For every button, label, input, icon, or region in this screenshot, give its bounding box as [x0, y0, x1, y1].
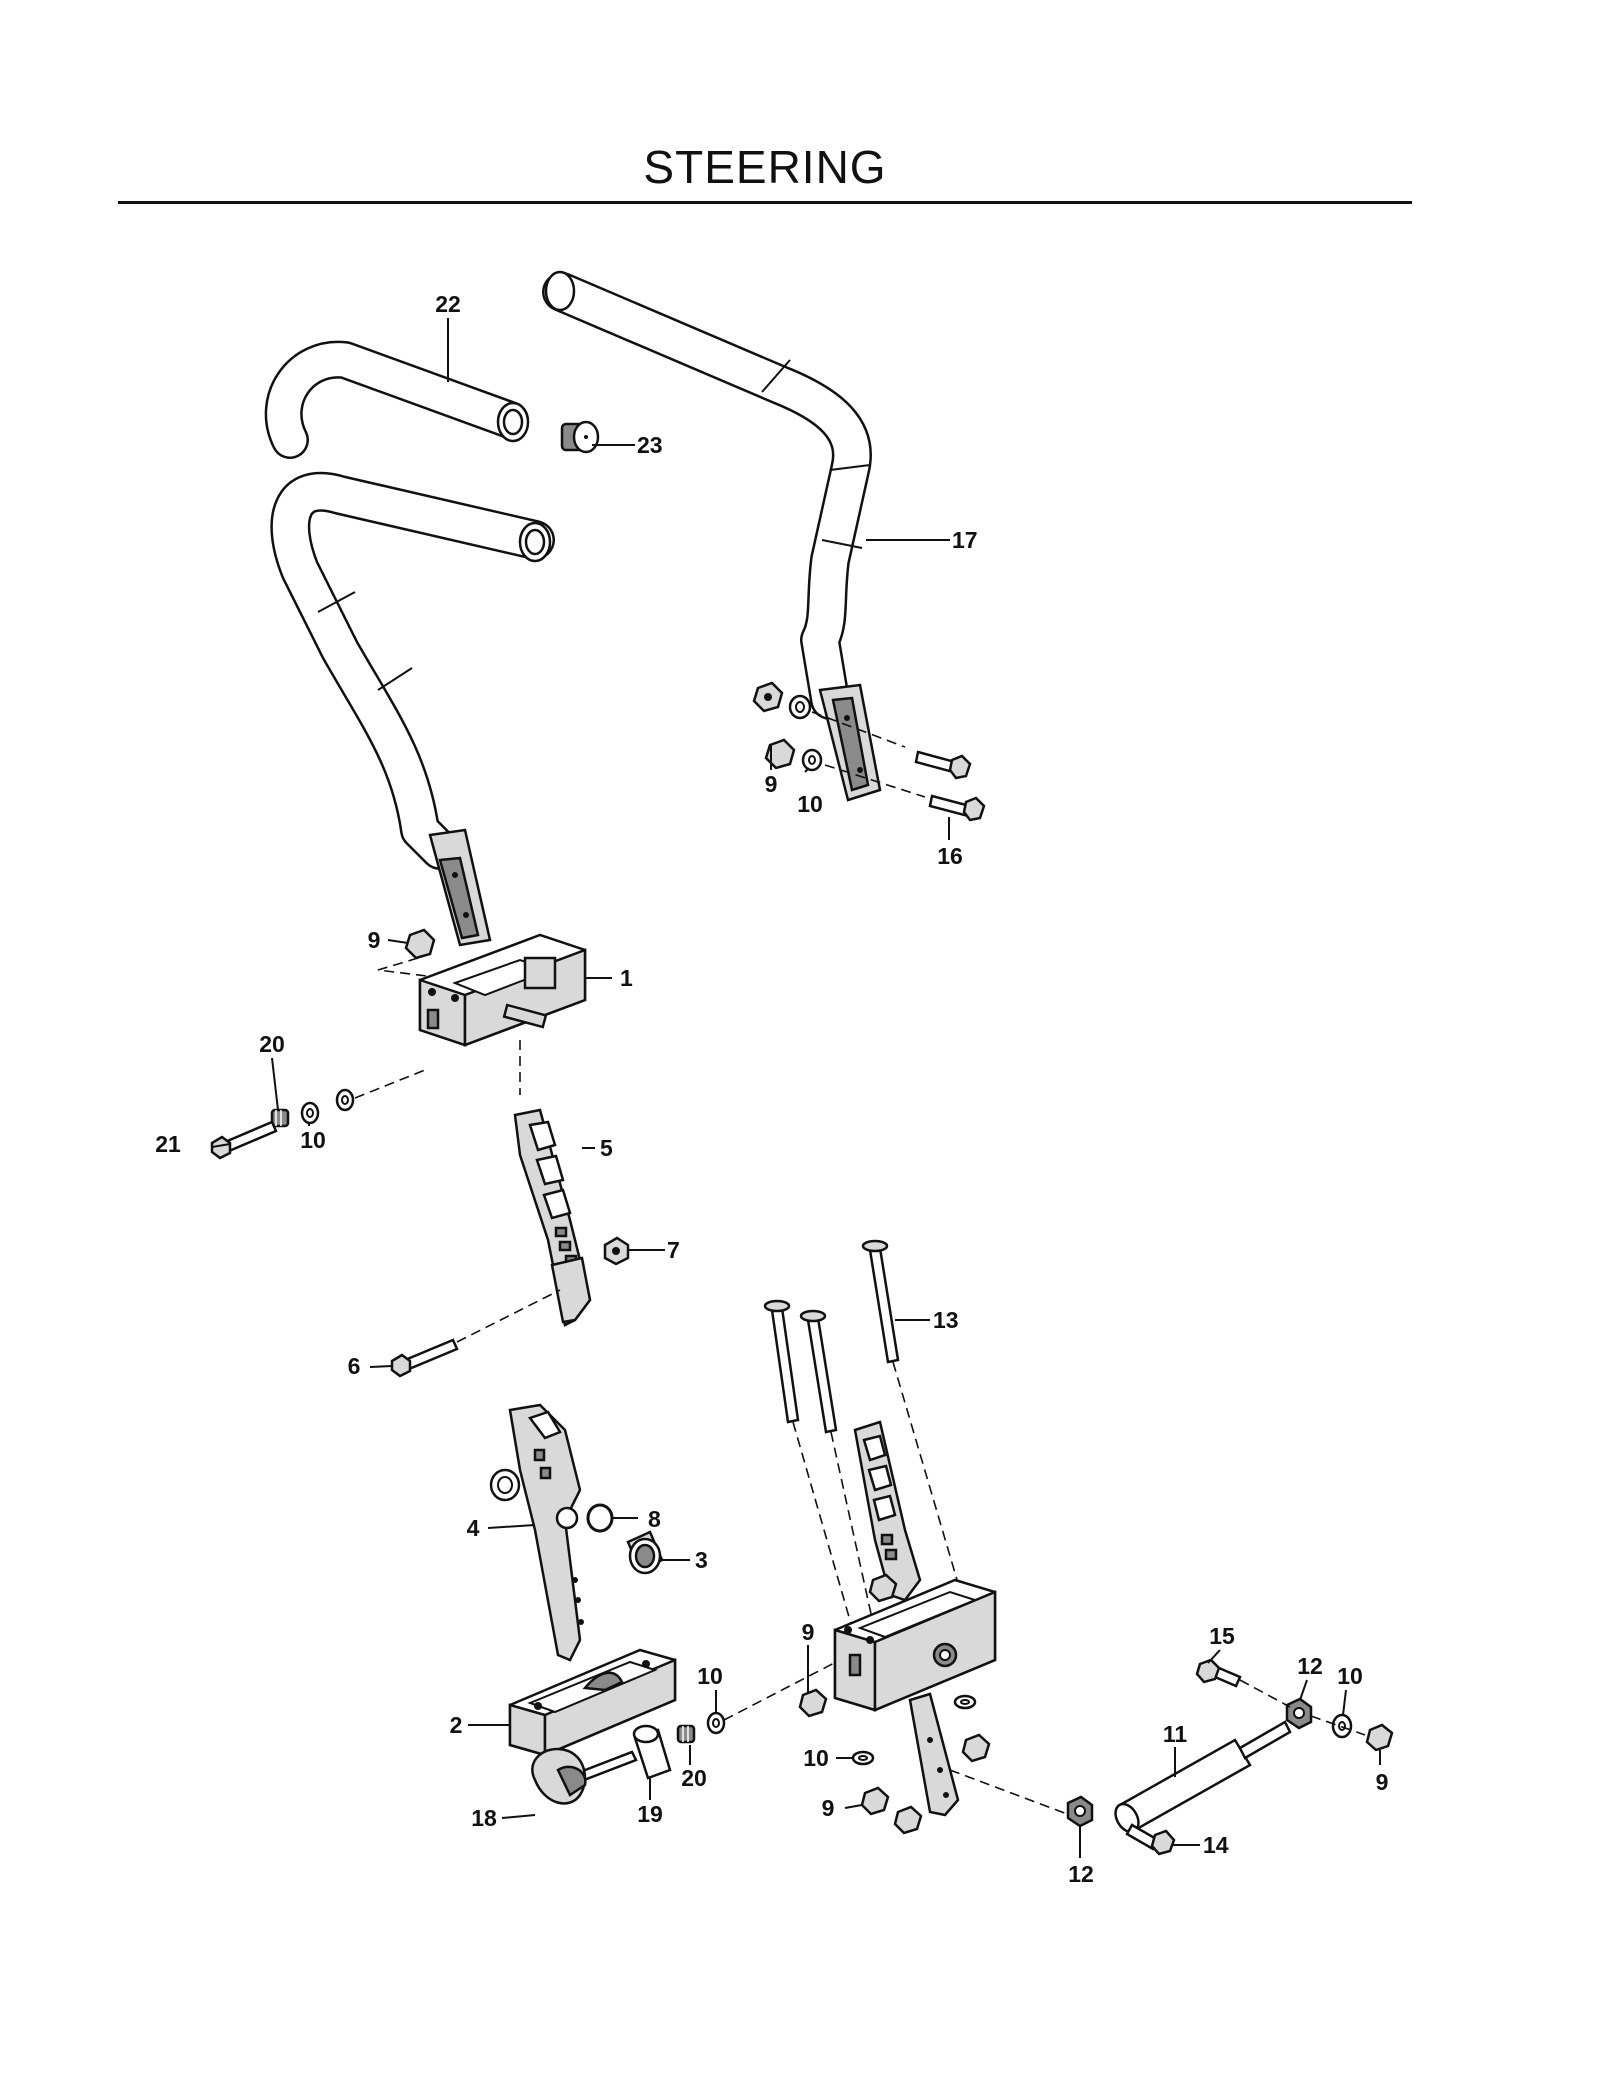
part-right-lever: [853, 1420, 922, 1602]
callout-2: 2: [450, 1712, 463, 1738]
part-14-bolt: [1125, 1823, 1176, 1856]
callout-1: 1: [620, 965, 633, 991]
part-1-upper-bracket: [418, 933, 587, 1047]
callout-19: 19: [637, 1801, 663, 1827]
callout-9-damper: 9: [1376, 1769, 1389, 1795]
part-21-bolt: [210, 1120, 278, 1160]
part-9-nut-lower-a: [860, 1786, 890, 1816]
leader-lines: [211, 318, 1381, 1858]
callout-23: 23: [637, 432, 663, 458]
callout-22: 22: [435, 291, 461, 317]
part-5-steering-arm: [513, 1108, 592, 1327]
part-left-handlebar: [270, 471, 555, 947]
callout-15: 15: [1209, 1623, 1235, 1649]
part-20-spring-lower: [676, 1724, 696, 1744]
part-10-washer-lower-left: [706, 1711, 726, 1735]
part-22-handle-tube: [264, 340, 530, 459]
part-9-nut-right-bracket: [798, 1688, 828, 1718]
part-19-spacer: [632, 1724, 672, 1780]
part-20-spring-upper: [270, 1108, 290, 1128]
callout-9-upper-right: 9: [765, 771, 778, 797]
part-11-damper: [1114, 1720, 1292, 1834]
part-6-bolt: [390, 1338, 459, 1378]
part-8-ring: [586, 1503, 614, 1533]
callout-13: 13: [933, 1307, 959, 1333]
callout-14: 14: [1203, 1832, 1229, 1858]
callout-6: 6: [348, 1353, 361, 1379]
part-17-right-handlebar: [542, 270, 882, 802]
part-12-bushing-left: [1066, 1795, 1094, 1828]
part-13-rod-middle: [799, 1309, 838, 1434]
part-4-lever-arm: [489, 1403, 584, 1662]
part-13-rod-left: [763, 1299, 800, 1424]
part-16-bolt-upper: [914, 750, 972, 780]
callout-17: 17: [952, 527, 978, 553]
part-2-base-bracket: [508, 1648, 677, 1757]
callout-9-right-bracket: 9: [802, 1619, 815, 1645]
part-16-bolt-lower: [928, 794, 986, 822]
part-15-bolt: [1195, 1658, 1242, 1688]
part-washer-right-bracket-b: [953, 1694, 977, 1710]
part-3-bushing: [626, 1530, 664, 1575]
callout-4: 4: [467, 1515, 480, 1541]
part-9-nut-bracket: [404, 928, 436, 960]
part-10-washer-right-bracket: [851, 1750, 875, 1766]
part-9-nut-lower-b: [893, 1805, 923, 1835]
part-7-nut: [603, 1236, 630, 1266]
callout-10-lower-left: 10: [697, 1663, 723, 1689]
callout-12-right: 12: [1297, 1653, 1323, 1679]
part-9-nut-right-lower: [764, 738, 796, 770]
part-18-knob: [531, 1747, 638, 1805]
callout-10-damper: 10: [1337, 1663, 1363, 1689]
callout-9-bracket: 9: [368, 927, 381, 953]
part-10-washer-upper-left: [300, 1101, 320, 1125]
part-23-plug: [560, 420, 600, 454]
callout-5: 5: [600, 1135, 613, 1161]
callout-11: 11: [1163, 1721, 1188, 1747]
callout-20-upper: 20: [259, 1031, 285, 1057]
callout-10-right-bracket: 10: [803, 1745, 829, 1771]
part-10-washer-damper: [1331, 1713, 1353, 1739]
part-washer-upper-left-b: [335, 1088, 355, 1112]
callout-10-upper-left: 10: [300, 1127, 326, 1153]
callout-8: 8: [648, 1506, 661, 1532]
part-right-bracket: [833, 1573, 997, 1817]
part-10-washer-upper-right: [788, 694, 812, 720]
part-9-nut-lower-c: [961, 1733, 991, 1763]
callout-18: 18: [471, 1805, 497, 1831]
callout-3: 3: [695, 1547, 708, 1573]
callout-labels: 22 23 17 9 10 16 9 1 20 21 10 5 7 6 13 4…: [155, 291, 1388, 1887]
part-10-washer-right-lower: [801, 748, 823, 772]
part-13-rod-right: [861, 1239, 900, 1364]
title-rule: [118, 201, 1412, 204]
callout-7: 7: [667, 1237, 680, 1263]
part-12-bushing-right: [1285, 1697, 1313, 1730]
callout-12-left: 12: [1068, 1861, 1094, 1887]
callout-16: 16: [937, 843, 963, 869]
callout-9-lower: 9: [822, 1795, 835, 1821]
part-9-nut-upper-right: [752, 681, 784, 713]
callout-20-lower: 20: [681, 1765, 707, 1791]
callout-10-upper-right: 10: [797, 791, 823, 817]
page-title: STEERING: [643, 141, 887, 193]
part-9-nut-damper: [1365, 1723, 1394, 1752]
callout-21: 21: [155, 1131, 181, 1157]
